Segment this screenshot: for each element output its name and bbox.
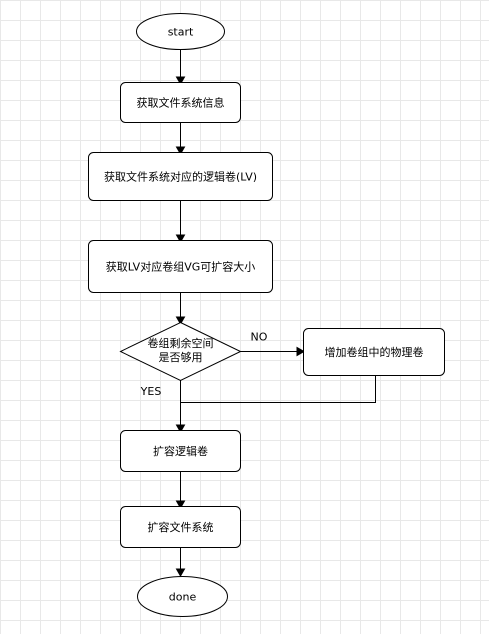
edge-lv-to-vg-size	[175, 200, 186, 244]
edge-decision-yes-to-extend-lv	[175, 380, 186, 434]
node-extend-fs[interactable]: 扩容文件系统	[120, 506, 241, 548]
node-get-vg-size-label: 获取LV对应卷组VG可扩容大小	[106, 260, 256, 274]
edge-extend-fs-to-done	[175, 548, 186, 578]
decision-label-line2: 是否够用	[159, 351, 203, 364]
node-get-lv[interactable]: 获取文件系统对应的逻辑卷(LV)	[88, 152, 273, 201]
node-extend-fs-label: 扩容文件系统	[148, 520, 214, 534]
node-extend-lv-label: 扩容逻辑卷	[153, 444, 208, 458]
edge-extend-lv-to-extend-fs	[175, 472, 186, 510]
node-done[interactable]: done	[137, 576, 228, 617]
edge-start-to-fs-info	[175, 48, 186, 86]
edge-add-pv-loop-back	[180, 376, 376, 403]
edge-vg-size-to-decision	[175, 292, 186, 326]
node-get-fs-info-label: 获取文件系统信息	[137, 96, 225, 110]
node-get-lv-label: 获取文件系统对应的逻辑卷(LV)	[104, 170, 257, 184]
edge-fs-info-to-lv	[175, 122, 186, 156]
node-start[interactable]: start	[136, 13, 225, 50]
decision-label-line1: 卷组剩余空间	[148, 336, 214, 350]
edge-decision-no-to-add-pv	[240, 346, 306, 357]
node-get-vg-size[interactable]: 获取LV对应卷组VG可扩容大小	[88, 240, 273, 293]
node-extend-lv[interactable]: 扩容逻辑卷	[120, 430, 241, 472]
edge-label-yes: YES	[140, 385, 162, 398]
node-decision-space-enough[interactable]: 卷组剩余空间 是否够用	[119, 321, 242, 382]
node-add-pv[interactable]: 增加卷组中的物理卷	[303, 328, 445, 376]
node-add-pv-label: 增加卷组中的物理卷	[325, 345, 424, 359]
node-start-label: start	[168, 26, 194, 39]
node-done-label: done	[169, 591, 197, 604]
edge-label-no: NO	[251, 331, 268, 344]
node-get-fs-info[interactable]: 获取文件系统信息	[120, 82, 241, 123]
